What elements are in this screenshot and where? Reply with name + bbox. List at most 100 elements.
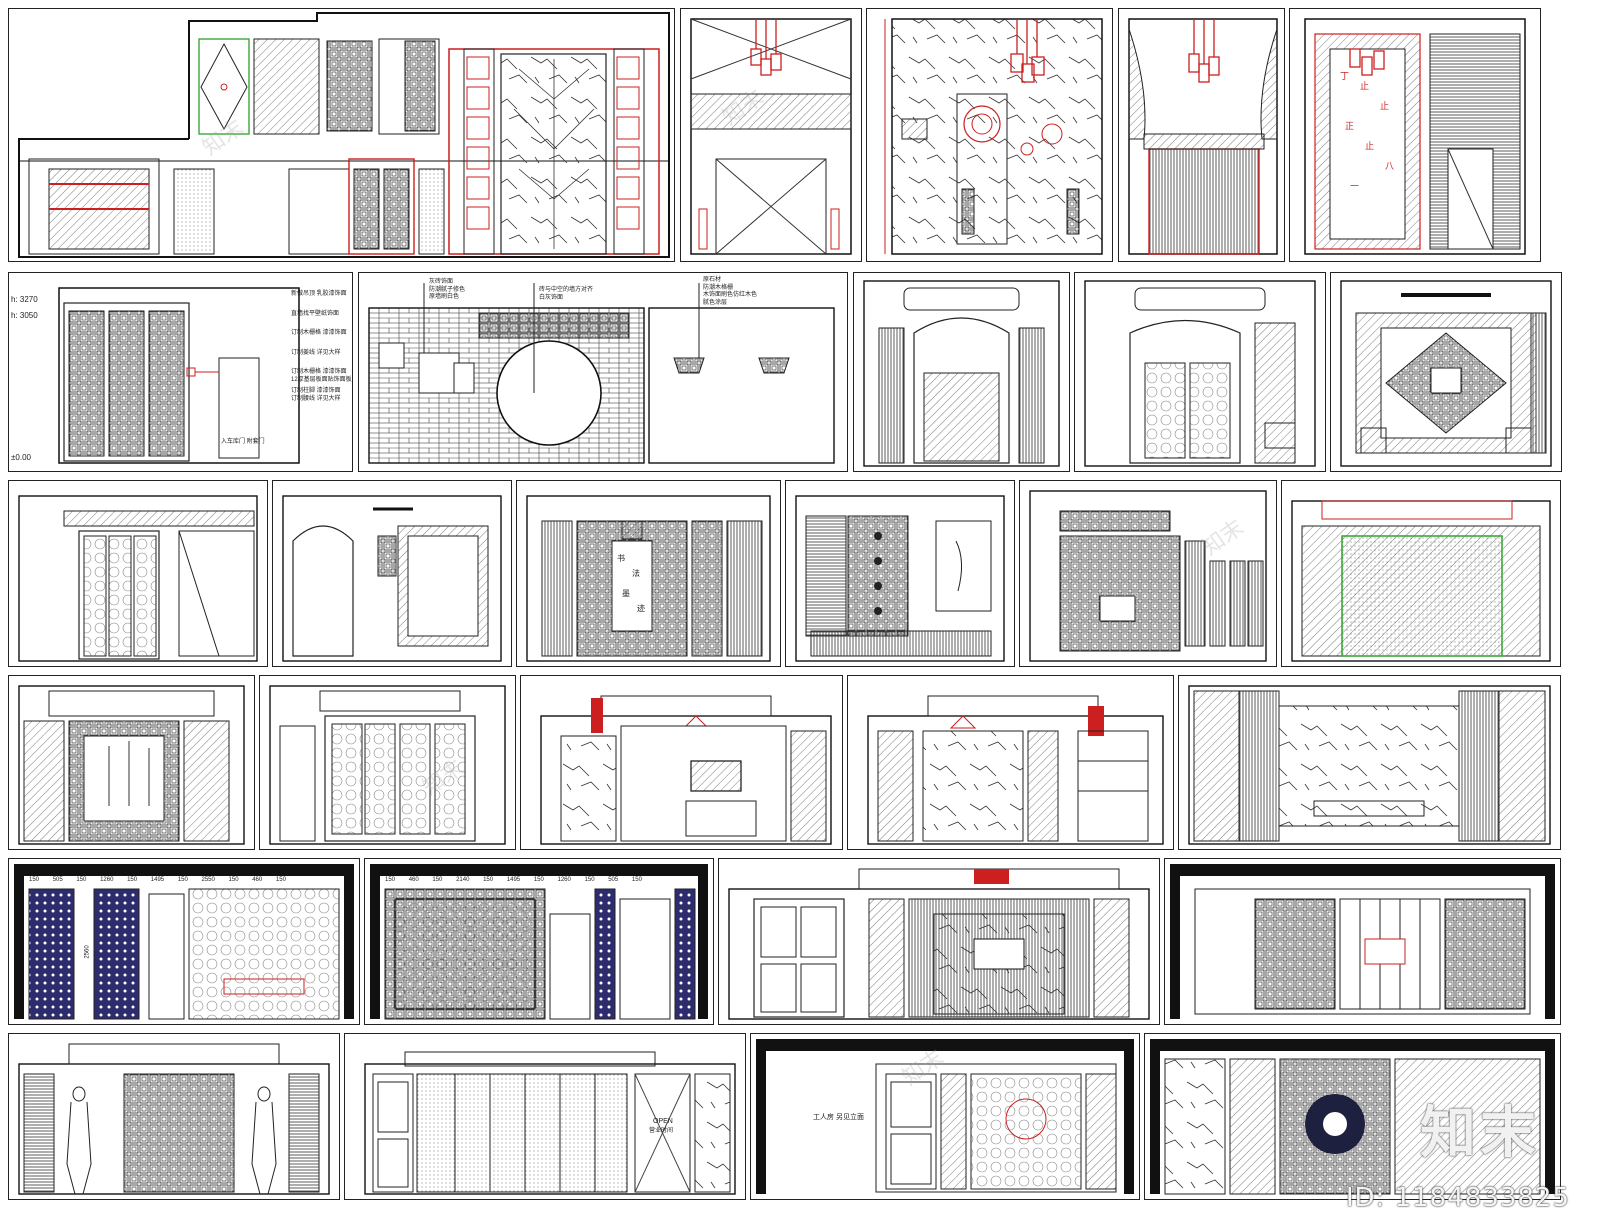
- elevation-sheet-26-figures[interactable]: [8, 1033, 340, 1200]
- note-line: 原石材: [703, 277, 722, 283]
- svg-text:墨: 墨: [622, 589, 630, 598]
- note-line: 白灰饰面: [539, 294, 564, 301]
- elevation-sheet-4-top[interactable]: [1118, 8, 1285, 262]
- elevation-drawing-20: [867, 695, 1164, 845]
- watermark-logo: 知末: [1420, 1101, 1540, 1166]
- elevation-sheet-14[interactable]: [785, 480, 1015, 667]
- dimension-row: 150 460 150 2140 150 1495 150 1260 150 5…: [385, 877, 642, 883]
- svg-text:书: 书: [617, 553, 625, 563]
- elevation-sheet-17[interactable]: [8, 675, 255, 850]
- dim-value: 2140: [456, 877, 470, 883]
- height-dimension: 2560: [84, 945, 91, 959]
- elevation-drawing-29: [1150, 1039, 1555, 1195]
- elevation-sheet-29-logo-wall[interactable]: [1144, 1033, 1561, 1200]
- elevation-drawing-25: [1170, 864, 1555, 1019]
- elevation-sheet-6-door-grille[interactable]: h: 3270 h: 3050 ±0.00 新做吊顶 乳胶漆饰面 直墙找平壁纸饰…: [8, 272, 353, 472]
- elevation-drawing-24: [728, 868, 1150, 1020]
- dimension-row: 150 505 150 1260 150 1495 150 2550 150 4…: [29, 877, 286, 883]
- note-line: 砖与中空的墙方对齐: [539, 287, 594, 293]
- dim-value: 150: [432, 877, 443, 883]
- svg-text:止: 止: [1365, 140, 1374, 151]
- elevation-drawing-15: [1029, 490, 1267, 662]
- svg-text:法: 法: [632, 568, 640, 578]
- svg-text:迹: 迹: [637, 603, 645, 613]
- dim-value: 460: [252, 877, 263, 883]
- dim-value: 1260: [100, 877, 114, 883]
- elevation-sheet-11[interactable]: [8, 480, 268, 667]
- elevation-sheet-19[interactable]: [520, 675, 843, 850]
- watermark-id: ID: 1184833825: [1345, 1183, 1570, 1213]
- note-line: 直墙找平壁纸饰面: [291, 310, 340, 317]
- dim-value: 150: [228, 877, 239, 883]
- dim-value: 150: [631, 877, 642, 883]
- dim-value: 150: [385, 877, 396, 883]
- elevation-sheet-18[interactable]: [259, 675, 516, 850]
- dim-value: 2550: [201, 877, 215, 883]
- elevation-drawing-3: [884, 18, 1103, 255]
- elevation-sheet-10[interactable]: [1330, 272, 1562, 472]
- level-mark-1: h: 3270: [11, 295, 38, 304]
- elevation-sheet-5-top[interactable]: 丁止止正止八一: [1289, 8, 1541, 262]
- elevation-sheet-28[interactable]: 工人房 另见立面: [750, 1033, 1140, 1200]
- elevation-drawing-11: [18, 495, 258, 662]
- elevation-sheet-20[interactable]: [847, 675, 1174, 850]
- elevation-drawing-16: [1291, 500, 1551, 662]
- note-line: 订制腰线 详见大样: [291, 395, 341, 402]
- note-line: 防潮腻子修色: [429, 286, 466, 293]
- elevation-sheet-13[interactable]: 书法墨迹: [516, 480, 781, 667]
- elevation-sheet-8[interactable]: [853, 272, 1070, 472]
- elevation-drawing-17: [18, 685, 245, 845]
- elevation-drawing-26: [18, 1043, 330, 1195]
- svg-text:一: 一: [1350, 181, 1359, 191]
- open-sign-text: OPEN: [653, 1118, 673, 1125]
- note-line: 订制木栅格 漆漆饰面: [291, 369, 347, 375]
- dim-value: 1495: [506, 877, 521, 883]
- elevation-sheet-15[interactable]: [1019, 480, 1277, 667]
- level-mark-3: ±0.00: [11, 453, 31, 462]
- dim-value: 150: [76, 877, 87, 883]
- dim-value: 150: [584, 877, 595, 883]
- elevation-sheet-12[interactable]: [272, 480, 512, 667]
- elevation-sheet-22-lotus[interactable]: 150 505 150 1260 150 1495 150 2550 150 4…: [8, 858, 360, 1025]
- elevation-sheet-24[interactable]: [718, 858, 1160, 1025]
- note-line: 防潮木格栅: [703, 284, 734, 291]
- note-line: 腻色涂层: [703, 299, 728, 306]
- elevation-sheet-27-doors[interactable]: OPEN 营业时间: [344, 1033, 746, 1200]
- dim-value: 505: [52, 877, 63, 883]
- elevation-sheet-2-top[interactable]: [680, 8, 862, 262]
- elevation-drawing-7: [368, 283, 835, 464]
- elevation-sheet-7-moon-gate[interactable]: 灰砖饰面 防潮腻子修色 原墙刷白色 砖与中空的墙方对齐 白灰饰面 原石材 防潮木…: [358, 272, 848, 472]
- open-sign-subtext: 营业时间: [649, 1128, 674, 1134]
- note-line: 订制姜线 详见大样: [291, 349, 341, 356]
- dim-value: 150: [127, 877, 138, 883]
- svg-text:八: 八: [1385, 161, 1394, 171]
- elevation-sheet-9[interactable]: [1074, 272, 1326, 472]
- dim-value: 150: [275, 877, 286, 883]
- svg-text:止: 止: [1380, 100, 1389, 111]
- elevation-sheet-16[interactable]: [1281, 480, 1561, 667]
- material-notes: 新做吊顶 乳胶漆饰面 直墙找平壁纸饰面 订制木栅格 漆漆饰面 订制姜线 详见大样…: [291, 291, 352, 403]
- elevation-drawing-4: [1128, 18, 1278, 255]
- elevation-sheet-3-top[interactable]: [866, 8, 1113, 262]
- dim-value: 150: [177, 877, 188, 883]
- elevation-drawing-28: [756, 1039, 1134, 1194]
- workers-room-note: 工人房 另见立面: [813, 1114, 864, 1121]
- notes-left: 灰砖饰面 防潮腻子修色 原墙刷白色: [429, 279, 465, 302]
- note-line: 新做吊顶 乳胶漆饰面: [291, 291, 347, 297]
- elevation-drawing-19: [540, 695, 832, 845]
- dim-value: 150: [29, 877, 40, 883]
- elevation-sheet-21[interactable]: [1178, 675, 1561, 850]
- elevation-sheet-1[interactable]: [8, 8, 675, 262]
- note-line: 订制木栅格 漆漆饰面: [291, 330, 347, 336]
- note-line: 订制柱脚 漆漆饰面: [291, 388, 341, 394]
- elevation-sheet-23[interactable]: 150 460 150 2140 150 1495 150 1260 150 5…: [364, 858, 714, 1025]
- elevation-drawing-23: [370, 864, 708, 1020]
- note-line: 木饰面刷色仿红木色: [703, 292, 758, 298]
- elevation-sheet-25[interactable]: [1164, 858, 1561, 1025]
- notes-right: 原石材 防潮木格栅 木饰面刷色仿红木色 腻色涂层: [703, 277, 757, 307]
- elevation-drawing-27: [364, 1051, 736, 1195]
- elevation-drawing-10: [1340, 280, 1552, 467]
- elevation-drawing-6: [58, 287, 300, 464]
